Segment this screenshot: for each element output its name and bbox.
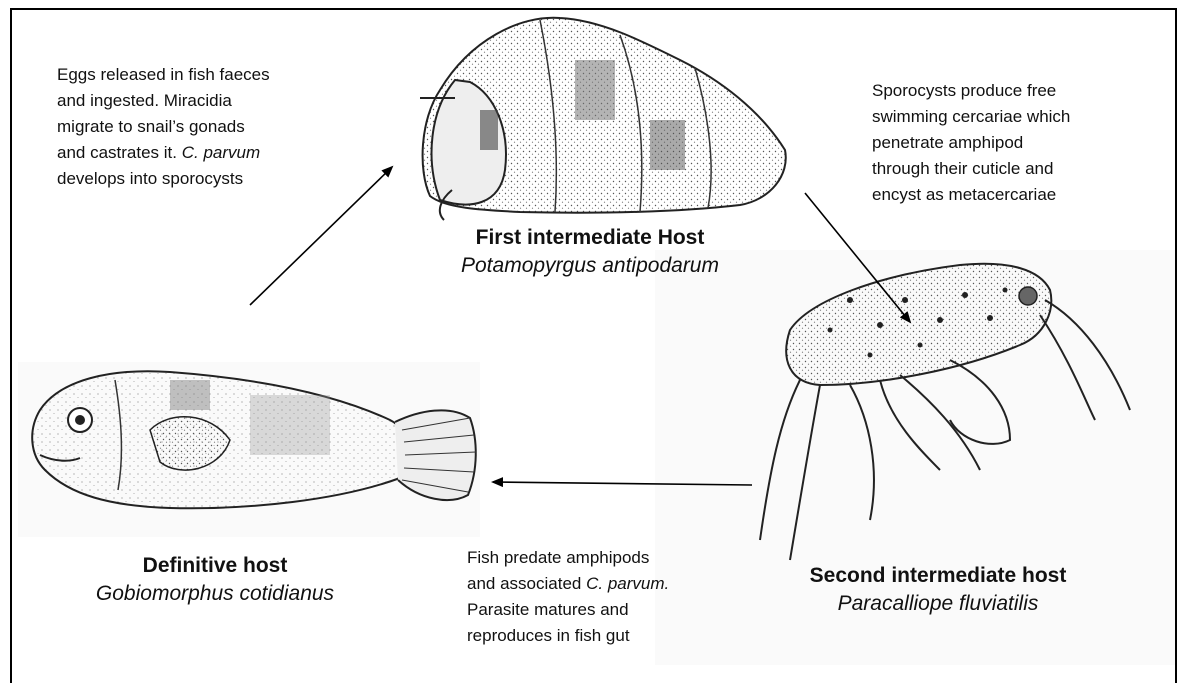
first-host-title: First intermediate Host — [400, 224, 780, 252]
sporocysts-note-line: swimming cercariae which — [872, 107, 1070, 126]
eggs-note-line: and ingested. Miracidia — [57, 91, 232, 110]
predation-note: Fish predate amphipods and associated C.… — [467, 545, 669, 649]
sporocysts-note-line: through their cuticle and — [872, 159, 1053, 178]
second-host-label: Second intermediate host Paracalliope fl… — [748, 562, 1128, 618]
definitive-host-species: Gobiomorphus cotidianus — [55, 580, 375, 608]
sporocysts-note-line: encyst as metacercariae — [872, 185, 1056, 204]
eggs-note-line: develops into sporocysts — [57, 169, 243, 188]
sporocysts-note-line: Sporocysts produce free — [872, 81, 1056, 100]
predation-note-line: reproduces in fish gut — [467, 626, 630, 645]
eggs-note: Eggs released in fish faeces and ingeste… — [57, 62, 270, 192]
definitive-host-title: Definitive host — [55, 552, 375, 580]
predation-note-line: and associated — [467, 574, 586, 593]
second-host-title: Second intermediate host — [748, 562, 1128, 590]
eggs-note-line: and castrates it. — [57, 143, 182, 162]
eggs-note-species: C. parvum — [182, 143, 260, 162]
predation-note-line: Fish predate amphipods — [467, 548, 649, 567]
fish-drawing — [18, 362, 480, 537]
predation-note-species: C. parvum. — [586, 574, 669, 593]
sporocysts-note-line: penetrate amphipod — [872, 133, 1023, 152]
sporocysts-note: Sporocysts produce free swimming cercari… — [872, 78, 1070, 208]
second-host-species: Paracalliope fluviatilis — [748, 590, 1128, 618]
eggs-note-line: Eggs released in fish faeces — [57, 65, 270, 84]
first-host-label: First intermediate Host Potamopyrgus ant… — [400, 224, 780, 280]
snail-drawing — [420, 18, 786, 220]
first-host-species: Potamopyrgus antipodarum — [400, 252, 780, 280]
eggs-note-line: migrate to snail’s gonads — [57, 117, 245, 136]
arrow-fish-to-snail — [250, 167, 392, 305]
predation-note-line: Parasite matures and — [467, 600, 629, 619]
definitive-host-label: Definitive host Gobiomorphus cotidianus — [55, 552, 375, 608]
